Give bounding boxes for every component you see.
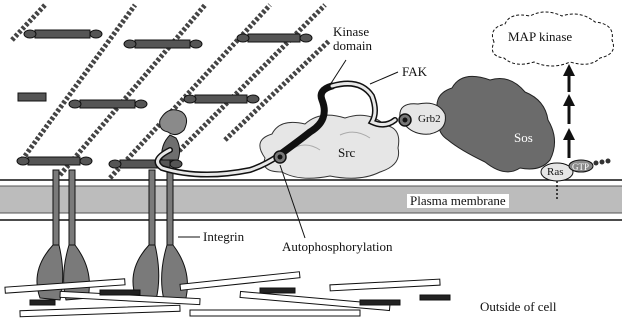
cascade-arrows bbox=[563, 64, 575, 158]
map-kinase-label: MAP kinase bbox=[508, 30, 572, 44]
kinase-domain-label: Kinase domain bbox=[333, 25, 372, 53]
fak-label: FAK bbox=[402, 65, 427, 79]
plasma-membrane bbox=[0, 180, 622, 220]
integrin-label: Integrin bbox=[203, 230, 244, 244]
kinase-domain-line2: domain bbox=[333, 39, 372, 53]
grb2-label: Grb2 bbox=[418, 112, 441, 126]
kinase-domain-line1: Kinase bbox=[333, 25, 372, 39]
outside-of-cell-label: Outside of cell bbox=[480, 300, 557, 314]
gtp-label: GTP bbox=[572, 160, 589, 174]
ras-label: Ras bbox=[547, 165, 564, 179]
src-label: Src bbox=[338, 146, 355, 160]
sos-protein bbox=[437, 76, 555, 171]
plasma-membrane-label: Plasma membrane bbox=[407, 194, 509, 208]
sos-label: Sos bbox=[514, 131, 533, 145]
autophosphorylation-label: Autophosphorylation bbox=[282, 240, 393, 254]
